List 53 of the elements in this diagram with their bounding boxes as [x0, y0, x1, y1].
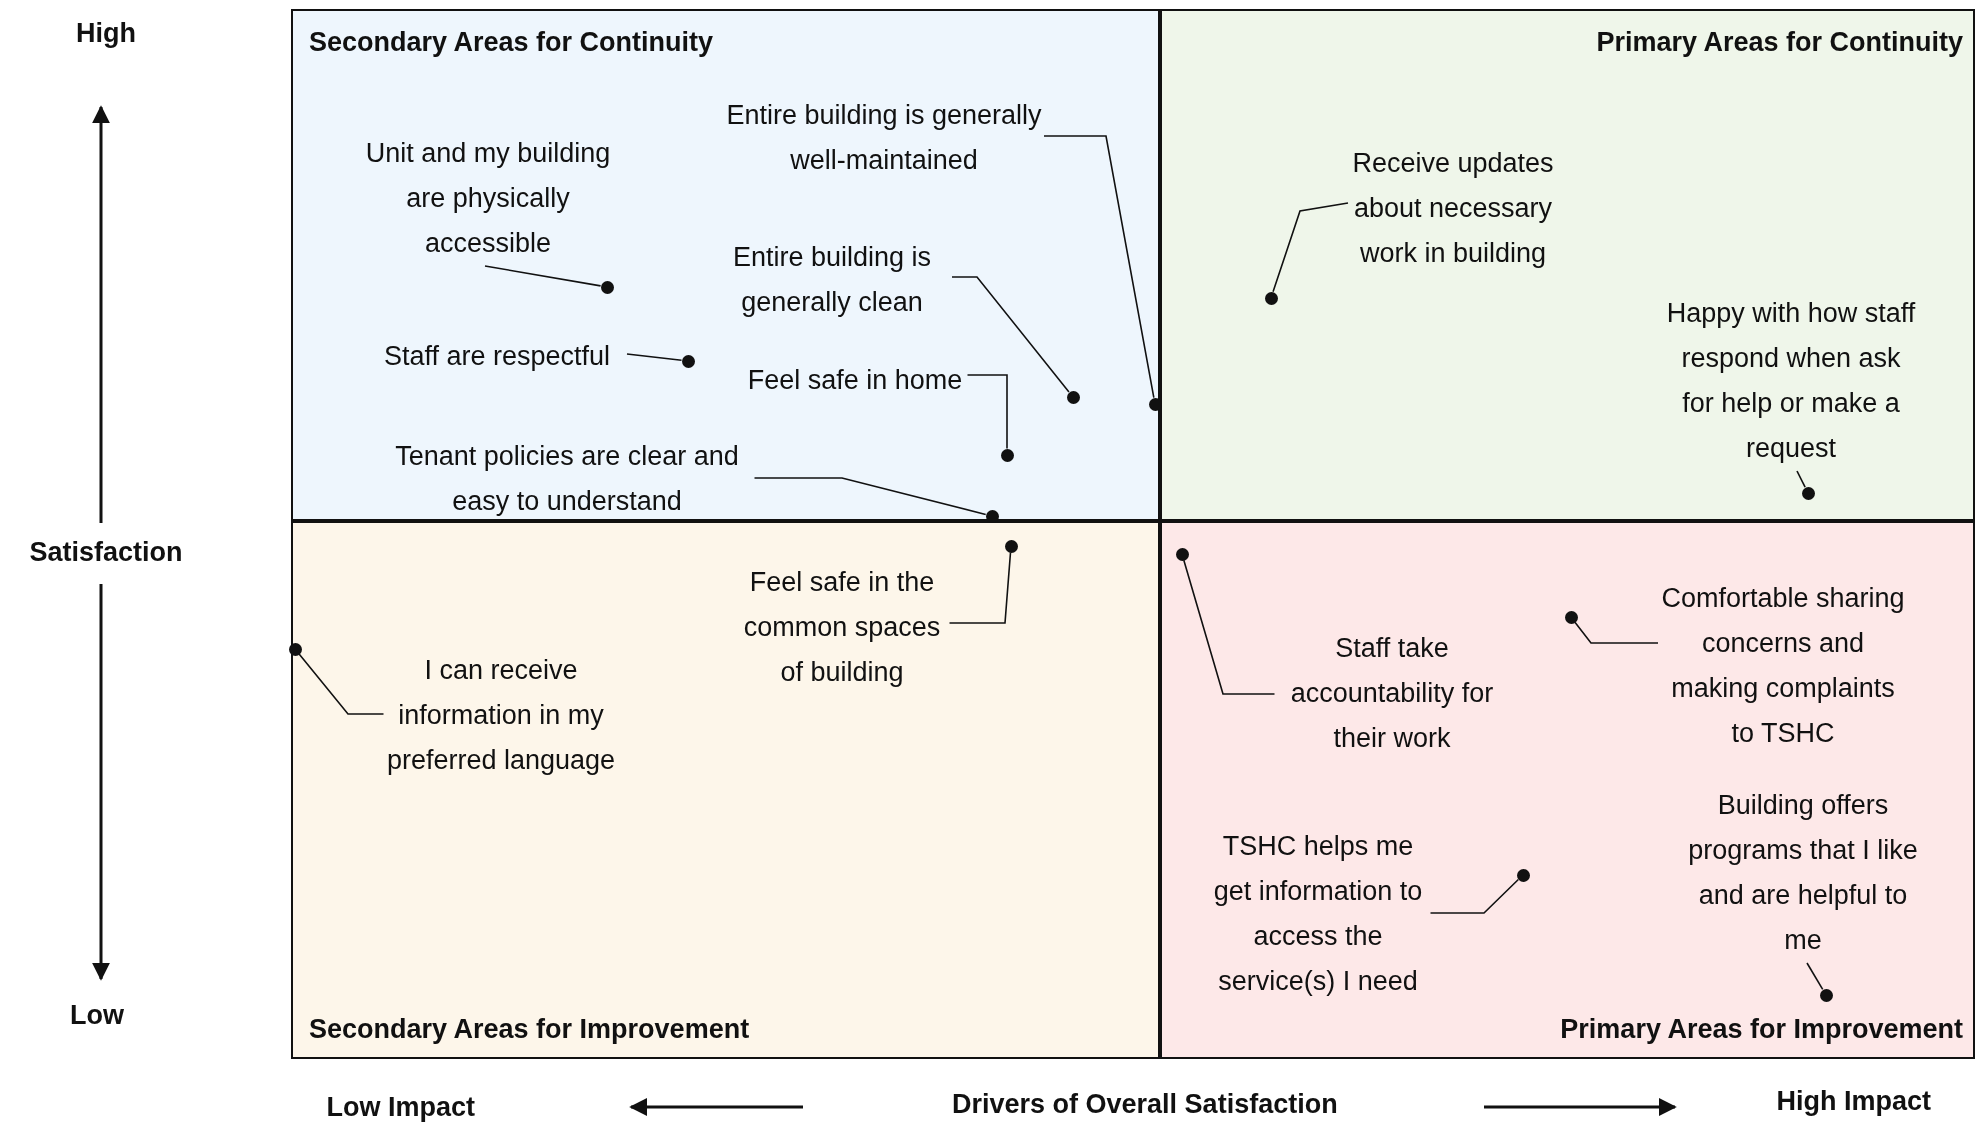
leader-line	[1429, 878, 1520, 914]
quadrant-panel	[1160, 521, 1975, 1059]
data-point-dot	[1066, 390, 1080, 404]
item-label: I can receive information in my preferred language	[383, 648, 619, 783]
item-label: Feel safe in home	[742, 358, 968, 403]
leader-line	[1796, 470, 1806, 488]
item-label: Entire building is generally clean	[712, 235, 952, 325]
quadrant-panel	[291, 9, 1160, 521]
axis-title: Satisfaction	[29, 536, 183, 568]
item-label: Feel safe in the common spaces of building	[734, 560, 950, 695]
axis-end-label: Low Impact	[326, 1091, 475, 1123]
data-point-dot	[1175, 547, 1189, 561]
item-label: Building offers programs that I like and are helpful to me	[1680, 783, 1926, 963]
item-label: Staff take accountability for their work	[1274, 626, 1510, 761]
item-label: TSHC helps me get information to access the service(s) I need	[1205, 824, 1431, 1004]
axis-title: Drivers of Overall Satisfaction	[952, 1088, 1338, 1120]
axis-end-label: Low	[70, 999, 124, 1031]
item-label: Comfortable sharing concerns and making complaints to TSHC	[1658, 576, 1908, 756]
data-point-dot	[681, 354, 695, 368]
data-point-dot	[1801, 486, 1815, 500]
data-point-dot	[600, 280, 614, 294]
data-point-dot	[1819, 988, 1833, 1002]
leader-line	[753, 477, 987, 516]
item-label: Entire building is generally well-maintained	[724, 93, 1044, 183]
item-label: Staff are respectful	[367, 334, 627, 379]
quadrant-heading: Primary Areas for Improvement	[1560, 1014, 1963, 1045]
item-label: Receive updates about necessary work in building	[1348, 141, 1558, 276]
quadrant-panel	[291, 521, 1160, 1059]
leader-line	[966, 374, 1008, 450]
leader-line	[1272, 202, 1349, 293]
leader-line	[484, 265, 602, 287]
leader-line	[948, 551, 1012, 624]
axis-end-label: High	[76, 17, 136, 49]
leader-line	[626, 353, 683, 362]
data-point-dot	[1516, 868, 1530, 882]
leader-line	[951, 276, 1070, 393]
leader-line	[298, 653, 385, 715]
leader-line	[1043, 135, 1155, 399]
item-label: Tenant policies are clear and easy to understand	[379, 434, 755, 524]
quadrant-heading: Primary Areas for Continuity	[1596, 27, 1963, 58]
data-point-dot	[1264, 291, 1278, 305]
quadrant-panel	[1160, 9, 1975, 521]
leader-line	[1806, 962, 1824, 991]
item-label: Unit and my building are physically accessible	[358, 131, 618, 266]
leader-line	[1574, 621, 1659, 644]
quadrant-heading: Secondary Areas for Continuity	[309, 27, 714, 58]
axis-end-label: High Impact	[1776, 1085, 1931, 1117]
data-point-dot	[1564, 610, 1578, 624]
data-point-dot	[288, 642, 302, 656]
item-label: Happy with how staff respond when ask for help or make a request	[1663, 291, 1919, 471]
quadrant-heading: Secondary Areas for Improvement	[309, 1014, 750, 1045]
data-point-dot	[1000, 448, 1014, 462]
data-point-dot	[1004, 539, 1018, 553]
